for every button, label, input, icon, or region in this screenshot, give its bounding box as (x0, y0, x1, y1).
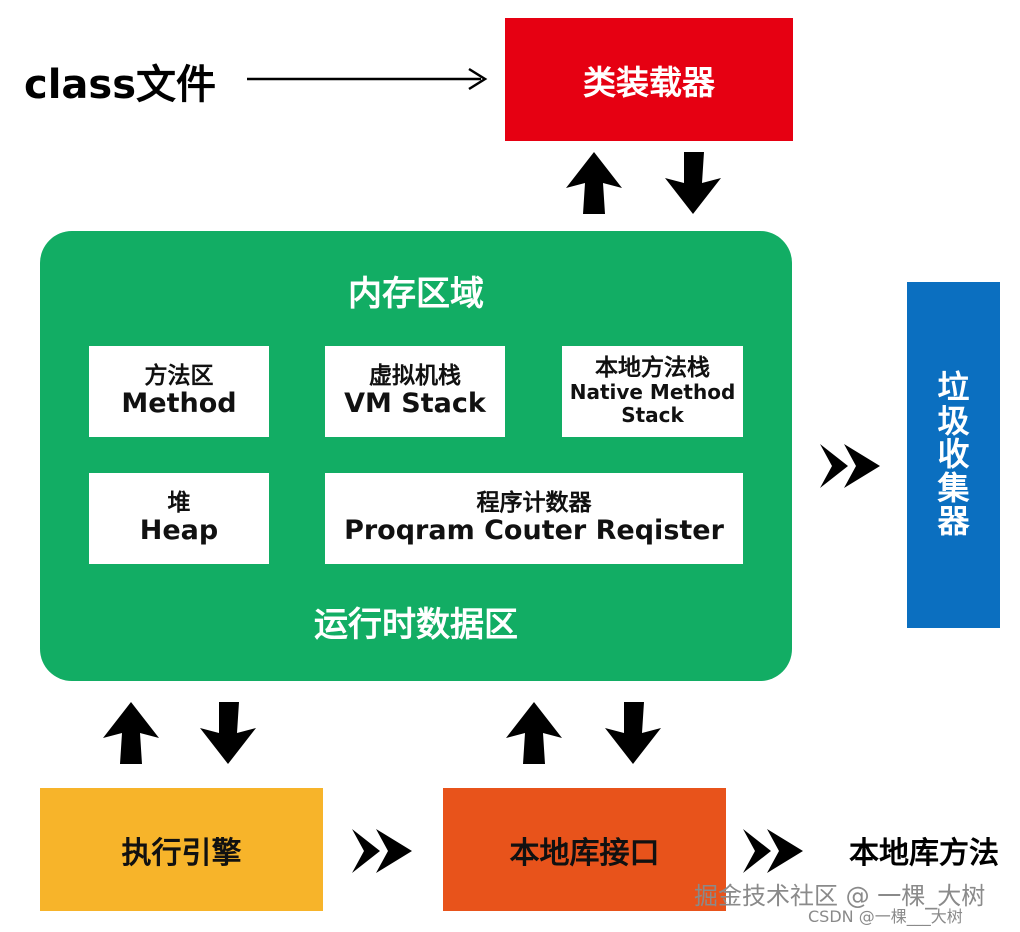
native-interface-label: 本地库接口 (509, 835, 660, 871)
garbage-collector-box: 垃 圾 收 集 器 (907, 282, 1000, 628)
double-chevron-right-icon (743, 829, 803, 873)
gc-char-4: 集 (937, 468, 970, 507)
memory-area-title: 内存区域 (348, 274, 484, 314)
gc-char-2: 圾 (937, 401, 970, 440)
arrow-up-icon (506, 702, 562, 764)
runtime-data-area (40, 231, 792, 681)
method-area-box: 方法区 Method (89, 346, 269, 437)
pc-register-en: Proqram Couter Reqister (344, 515, 724, 547)
gc-char-5: 器 (937, 502, 970, 541)
class-file-label: class文件 (24, 62, 217, 108)
native-stack-en-line1: Native Method (569, 380, 736, 405)
class-loader-label: 类装载器 (583, 62, 715, 102)
watermark-main: 掘金技术社区 @ 一棵_大树 (694, 882, 986, 910)
method-area-en: Method (121, 388, 237, 420)
vm-stack-zh: 虚拟机栈 (369, 363, 461, 389)
runtime-area-label: 运行时数据区 (314, 605, 518, 645)
heap-en: Heap (139, 515, 219, 547)
execution-engine-label: 执行引擎 (121, 835, 242, 871)
double-chevron-right-icon (352, 829, 412, 873)
native-method-stack-box: 本地方法栈 Native Method Stack (562, 346, 743, 437)
arrow-down-icon (605, 702, 661, 764)
heap-box: 堆 Heap (89, 473, 269, 564)
native-method-label: 本地库方法 (849, 836, 999, 871)
pc-register-box: 程序计数器 Proqram Couter Reqister (325, 473, 743, 564)
arrow-down-icon (200, 702, 256, 764)
native-stack-en-line2: Stack (621, 403, 684, 428)
class-loader-box: 类装载器 (505, 18, 793, 141)
arrow-up-icon (103, 702, 159, 764)
watermark-sub: CSDN @一棵___大树 (808, 907, 963, 926)
vm-stack-box: 虚拟机栈 VM Stack (325, 346, 505, 437)
native-interface-box: 本地库接口 (443, 788, 726, 911)
arrow-up-icon (566, 152, 622, 214)
execution-engine-box: 执行引擎 (40, 788, 323, 911)
native-stack-zh: 本地方法栈 (595, 354, 710, 381)
gc-char-3: 收 (937, 435, 970, 474)
double-chevron-right-icon (820, 444, 880, 488)
class-to-loader-arrow (247, 67, 488, 91)
arrow-down-icon (665, 152, 721, 214)
method-area-zh: 方法区 (144, 363, 214, 389)
gc-char-1: 垃 (937, 368, 970, 407)
heap-zh: 堆 (167, 490, 191, 516)
pc-register-zh: 程序计数器 (476, 490, 592, 516)
vm-stack-en: VM Stack (344, 388, 486, 420)
